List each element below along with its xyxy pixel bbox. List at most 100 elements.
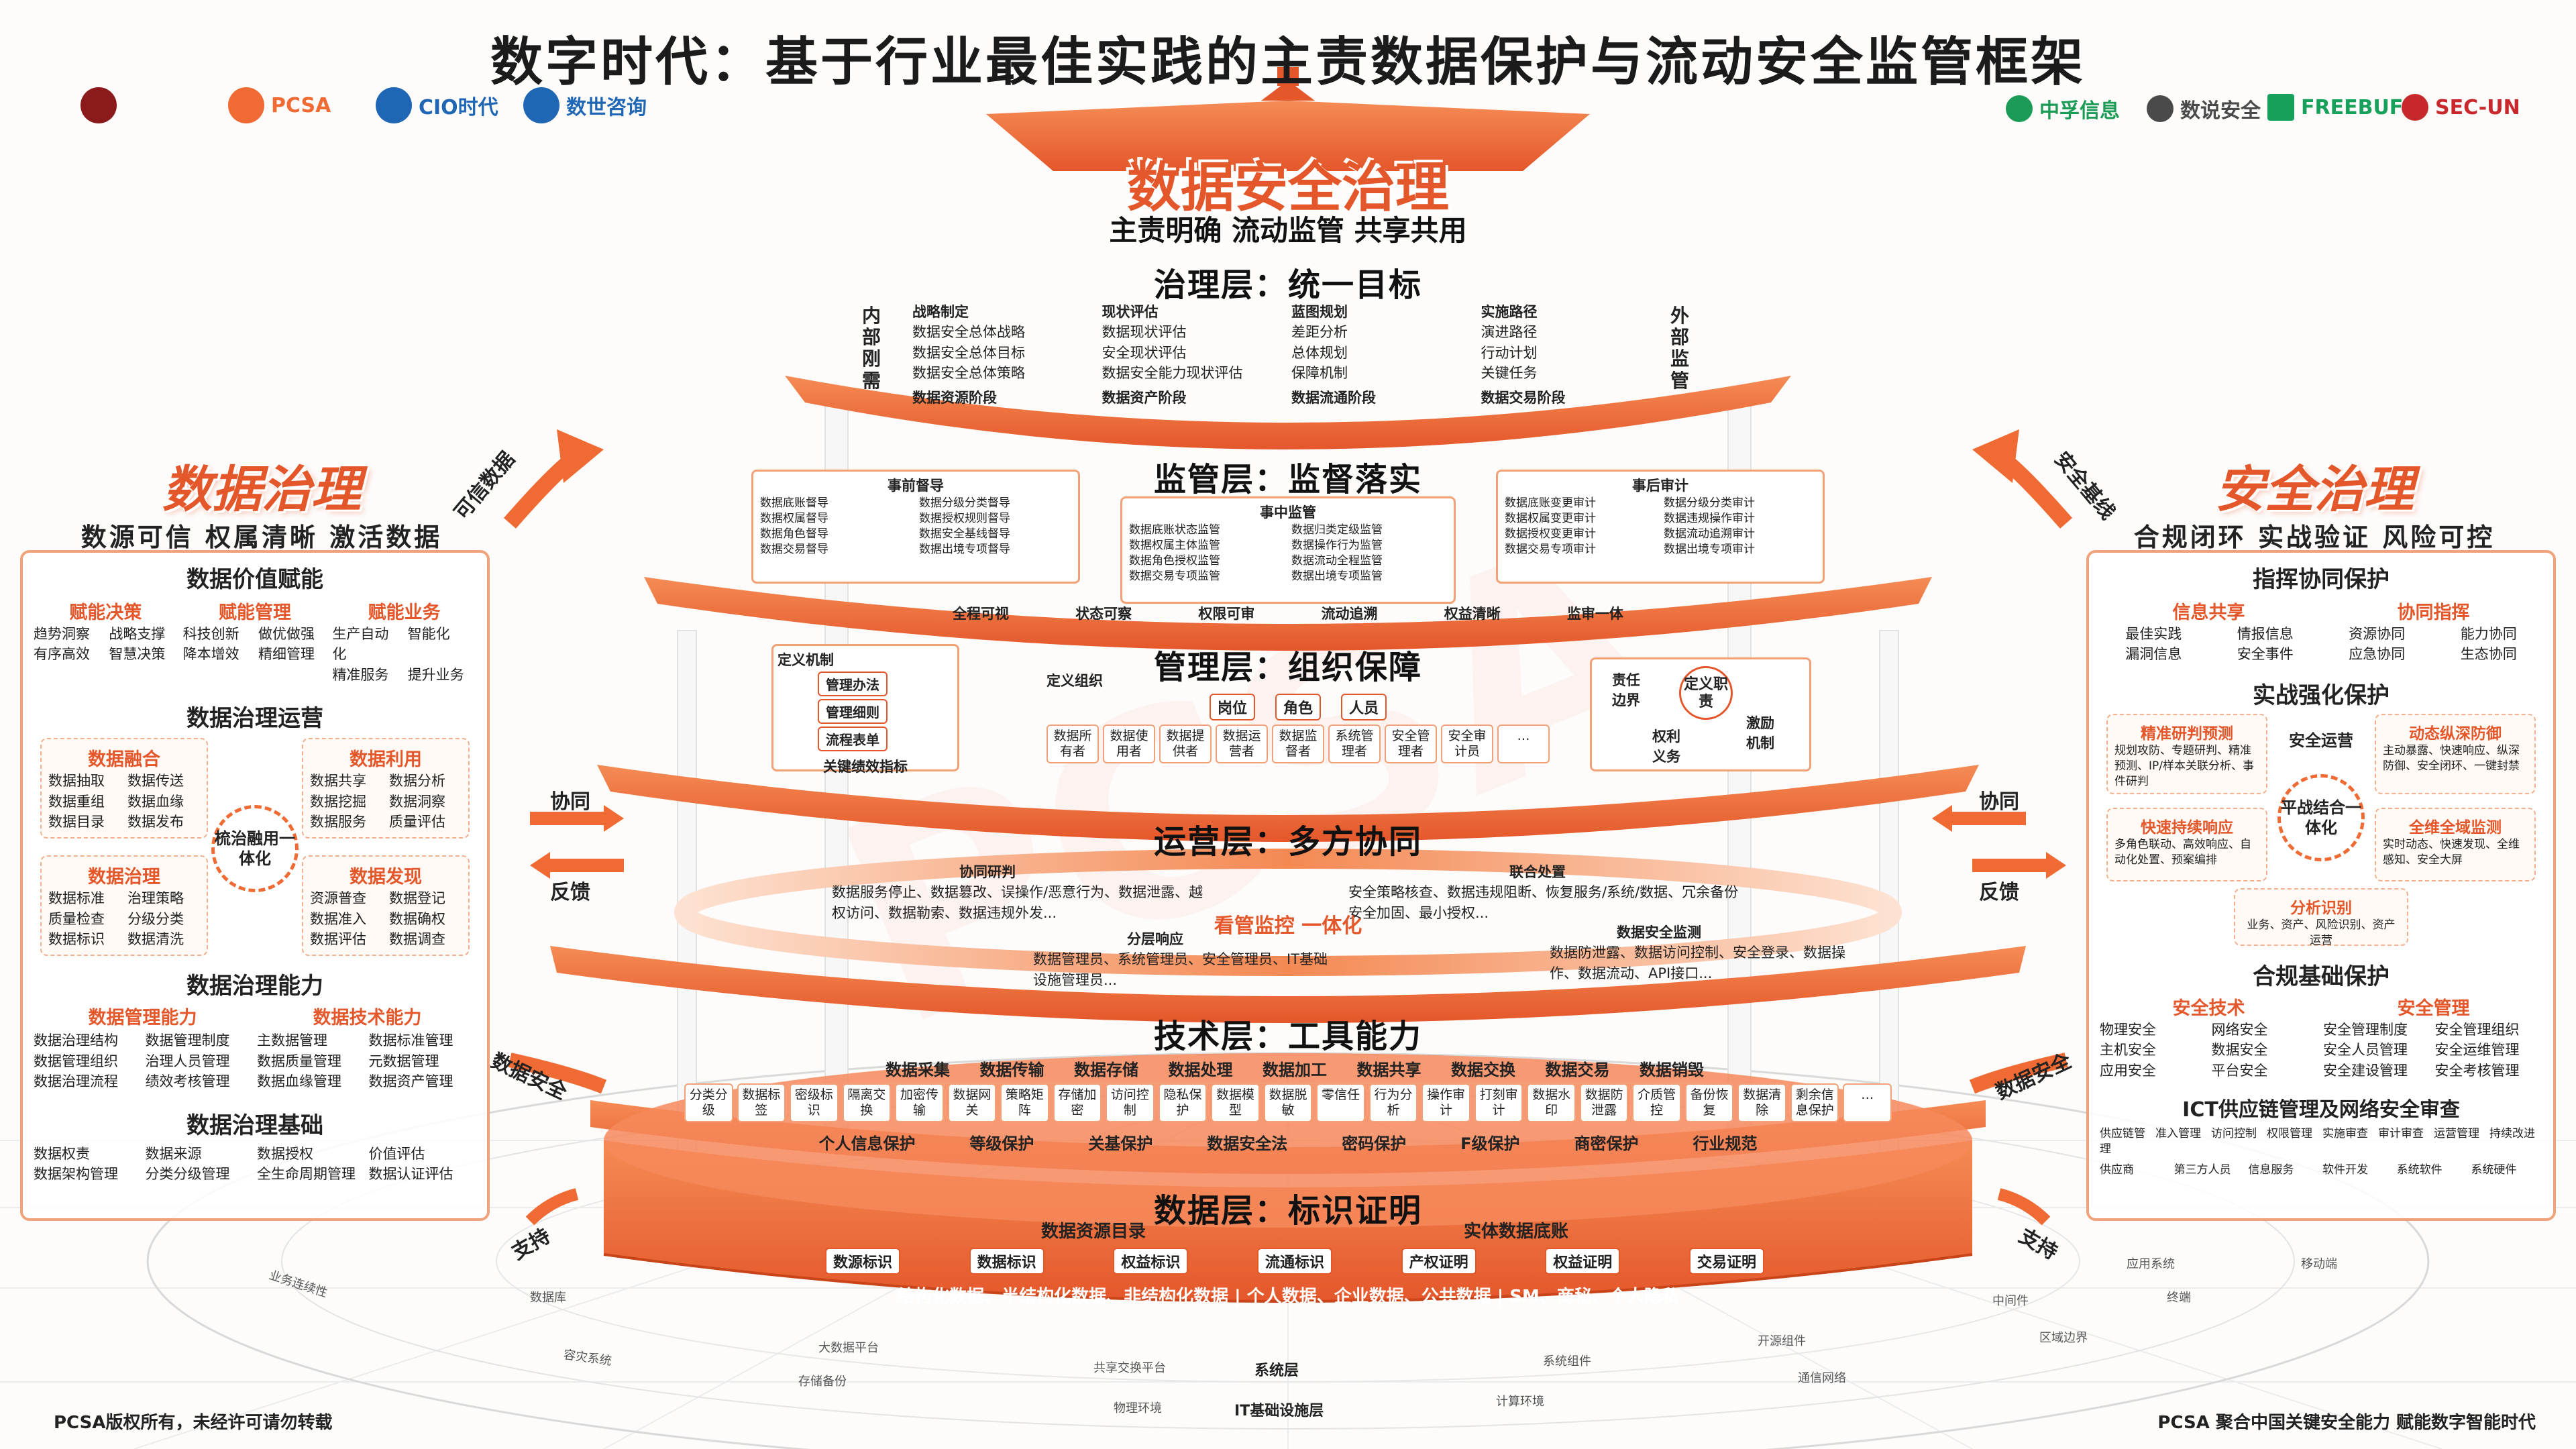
duty-box: 责任边界 定义职责 权利义务 激励机制 <box>1590 657 1811 771</box>
tech-cell: 打刻审计 <box>1474 1083 1523 1122</box>
arrow-right-feedback: 反馈 <box>1979 881 2019 904</box>
tech-cell: 零信任 <box>1316 1083 1365 1122</box>
compliance-items: 物理安全网络安全 安全管理制度安全管理组织 主机安全数据安全 安全人员管理安全运… <box>2100 1021 2520 1079</box>
ring-label-bigdata: 大数据平台 <box>818 1341 879 1355</box>
data-tags: 数源标识 数据标识 权益标识 流通标识 产权证明 权益证明 交易证明 <box>825 1248 1764 1275</box>
operation-center-label: 看管监控 一体化 <box>1214 914 1362 938</box>
tech-layer-title: 技术层：工具能力 <box>1153 1018 1422 1055</box>
top-subtitle: 主责明确 流动监管 共享共用 <box>1109 214 1467 247</box>
ops-box-use: 数据利用 数据共享数据分析 数据挖掘数据洞察 数据服务质量评估 <box>302 738 470 839</box>
ring-label-system: 系统层 <box>1254 1362 1299 1379</box>
internal-need-tag: 内部刚需 <box>862 305 881 392</box>
tech-cell: 数据防泄露 <box>1579 1083 1629 1122</box>
logo-freebuf: FREEBUF <box>2267 94 2403 121</box>
tech-cell: 剩余信息保护 <box>1790 1083 1839 1122</box>
arrow-left-feedback: 反馈 <box>550 881 590 904</box>
freebuf-logo-icon <box>2267 94 2294 121</box>
tech-cell: 存储加密 <box>1053 1083 1102 1122</box>
ring-label-physical: 物理环境 <box>1114 1401 1162 1415</box>
data-right-head: 实体数据底账 <box>1463 1222 1568 1242</box>
ring-label-opensource: 开源组件 <box>1758 1334 1806 1348</box>
secun-logo-icon <box>2402 94 2428 121</box>
tech-cell: 数据标签 <box>737 1083 786 1122</box>
governance-col-assessment: 现状评估 数据现状评估 安全现状评估 数据安全能力现状评估 数据资产阶段 <box>1102 304 1243 406</box>
ring-label-exchange: 共享交换平台 <box>1093 1361 1166 1375</box>
operation-layer-title: 运营层：多方协同 <box>1153 823 1422 861</box>
supervision-pre-box: 事前督导 数据底账督导 数据分级分类督导 数据权属督导 数据授权规则督导 数据角… <box>751 470 1080 584</box>
governance-col-strategy: 战略制定 数据安全总体战略 数据安全总体目标 数据安全总体策略 数据资源阶段 <box>912 304 1025 406</box>
shushi-logo-icon <box>523 87 559 123</box>
right-panel: 指挥协同保护 信息共享 协同指挥 最佳实践情报信息 资源协同能力协同 漏洞信息安… <box>2086 550 2556 1221</box>
left-panel-subtitle: 数源可信 权属清晰 激活数据 <box>80 523 443 552</box>
right-panel-subtitle: 合规闭环 实战验证 风险可控 <box>2133 523 2496 552</box>
combat-box-response: 快速持续响应 多角色联动、高效响应、自动化处置、预案编排 <box>2106 807 2267 881</box>
ring-label-terminal: 终端 <box>2167 1291 2191 1305</box>
monitor-block: 数据安全监测 数据防泄露、数据访问控制、安全登录、数据操作、数据流动、API接口… <box>1550 924 1845 981</box>
data-left-head: 数据资源目录 <box>1040 1222 1146 1242</box>
mechanism-box: 定义机制 管理办法 管理细则 流程表单 关键绩效指标 <box>771 644 959 775</box>
tech-cell: 访问控制 <box>1106 1083 1155 1122</box>
combat-center-circle: 平战结合一体化 <box>2277 773 2365 861</box>
org-box: 定义组织 岗位 角色 人员 数据所有者 数据使用者 数据提供者 数据运营者 数据… <box>1046 671 1550 764</box>
pcsa-logo-icon <box>228 87 264 123</box>
tech-cell: … <box>1843 1083 1892 1122</box>
logo-pcsa: PCSA <box>228 87 331 123</box>
data-types-line: 结构化数据、半结构化数据、非结构化数据 | 个人数据、企业数据、公共数据 | S… <box>897 1287 1679 1307</box>
governance-columns: 战略制定 数据安全总体战略 数据安全总体目标 数据安全总体策略 数据资源阶段 现… <box>912 302 1657 408</box>
supervision-post-box: 事后审计 数据底账变更审计 数据分级分类审计 数据权属变更审计 数据违规操作审计… <box>1496 470 1825 584</box>
page-title: 数字时代：基于行业最佳实践的主责数据保护与流动安全监管框架 <box>490 32 2086 93</box>
arrow-right-coordinate: 协同 <box>1979 790 2019 814</box>
combat-head: 实战强化保护 <box>2253 682 2390 709</box>
value-col-management: 赋能管理 科技创新做优做强 降本增效精细管理 <box>182 602 315 663</box>
data-layer-title: 数据层：标识证明 <box>1153 1192 1422 1230</box>
ring-label-storage: 存储备份 <box>798 1375 847 1389</box>
tech-cells: 分类分级数据标签密级标识隔离交换加密传输数据网关策略矩阵存储加密访问控制隐私保护… <box>684 1083 1892 1122</box>
combat-box-predict: 精准研判预测 规划攻防、专题研判、精准预测、IP/样本关联分析、事件研判 <box>2106 713 2267 794</box>
ict-items: 供应链管理准入管理 访问控制权限管理 实施审查审计审查 运营管理持续改进 <box>2100 1127 2535 1157</box>
ring-label-network: 通信网络 <box>1798 1371 1846 1385</box>
ring-label-middleware: 中间件 <box>1992 1294 2029 1308</box>
logo-mark-icon <box>80 87 117 123</box>
capability-items: 数据治理结构数据管理制度 主数据管理数据标准管理 数据管理组织治理人员管理 数据… <box>34 1032 453 1090</box>
left-panel-title: 数据治理 <box>162 461 361 519</box>
shushuo-logo-icon <box>2147 95 2174 122</box>
combat-box-analysis: 分析识别 业务、资产、风险识别、资产运营 <box>2234 888 2408 947</box>
ring-label-database: 数据库 <box>530 1291 566 1305</box>
supervision-bar: 全程可视 状态可察 权限可审 流动追溯 权益清晰 监审一体 <box>953 606 1623 622</box>
tech-cell: 密级标识 <box>790 1083 839 1122</box>
right-panel-title: 安全治理 <box>2215 461 2414 519</box>
governance-layer-title: 治理层：统一目标 <box>1153 266 1422 304</box>
governance-col-path: 实施路径 演进路径 行动计划 关键任务 数据交易阶段 <box>1481 304 1566 406</box>
ict-head: ICT供应链管理及网络安全审查 <box>2182 1098 2460 1122</box>
logo-shushuo: 数说安全 <box>2147 94 2261 123</box>
cio-logo-icon <box>376 87 412 123</box>
governance-col-blueprint: 蓝图规划 差距分析 总体规划 保障机制 数据流通阶段 <box>1291 304 1376 406</box>
compliance-head: 合规基础保护 <box>2253 963 2390 990</box>
ring-label-boundary: 区域边界 <box>2039 1331 2088 1345</box>
tech-cell: 数据脱敏 <box>1263 1083 1313 1122</box>
ops-box-discovery: 数据发现 资源普查数据登记 数据准入数据确权 数据评估数据调查 <box>302 855 470 957</box>
external-supervision-tag: 外部监管 <box>1670 305 1690 392</box>
tech-cell: 行为分析 <box>1368 1083 1418 1122</box>
ict-items-row2: 供应商第三方人员 信息服务软件开发 系统软件系统硬件 <box>2100 1163 2517 1177</box>
combat-box-defense: 动态纵深防御 主动暴露、快速响应、纵深防御、安全闭环、一键封禁 <box>2375 713 2536 794</box>
logo-cio: CIO时代 <box>376 87 498 123</box>
arrow-left-coordinate: 协同 <box>550 790 590 814</box>
tech-cell: 数据网关 <box>947 1083 997 1122</box>
tech-cell: 数据模型 <box>1211 1083 1260 1122</box>
joint-block: 联合处置 安全策略核查、数据违规阻断、恢复服务/系统/数据、冗余备份安全加固、最… <box>1348 864 1739 921</box>
tech-cell: 操作审计 <box>1421 1083 1470 1122</box>
tech-cell: 数据清除 <box>1737 1083 1786 1122</box>
base-items: 数据权责数据来源 数据授权价值评估 数据架构管理分类分级管理 全生命周期管理数据… <box>34 1145 453 1183</box>
value-col-decision: 赋能决策 趋势洞察战略支撑 有序高效智慧决策 <box>34 602 166 663</box>
base-head: 数据治理基础 <box>186 1112 323 1139</box>
ring-label-mobile: 移动端 <box>2301 1257 2337 1271</box>
combat-box-monitor: 全维全域监测 实时动态、快速发现、全维感知、安全大屏 <box>2375 807 2536 881</box>
ring-label-components: 系统组件 <box>1543 1354 1591 1368</box>
supervision-mid-box: 事中监管 数据底账状态监管 数据归类定级监管 数据权属主体监管 数据操作行为监管… <box>1120 496 1456 604</box>
tech-cell: 隐私保护 <box>1158 1083 1208 1122</box>
ops-box-fusion: 数据融合 数据抽取数据传送 数据重组数据血缘 数据目录数据发布 <box>40 738 208 839</box>
ops-box-governance: 数据治理 数据标准治理策略 质量检查分级分类 数据标识数据清洗 <box>40 855 208 957</box>
management-layer-title: 管理层：组织保障 <box>1153 649 1422 686</box>
command-head: 指挥协同保护 <box>2253 566 2390 593</box>
